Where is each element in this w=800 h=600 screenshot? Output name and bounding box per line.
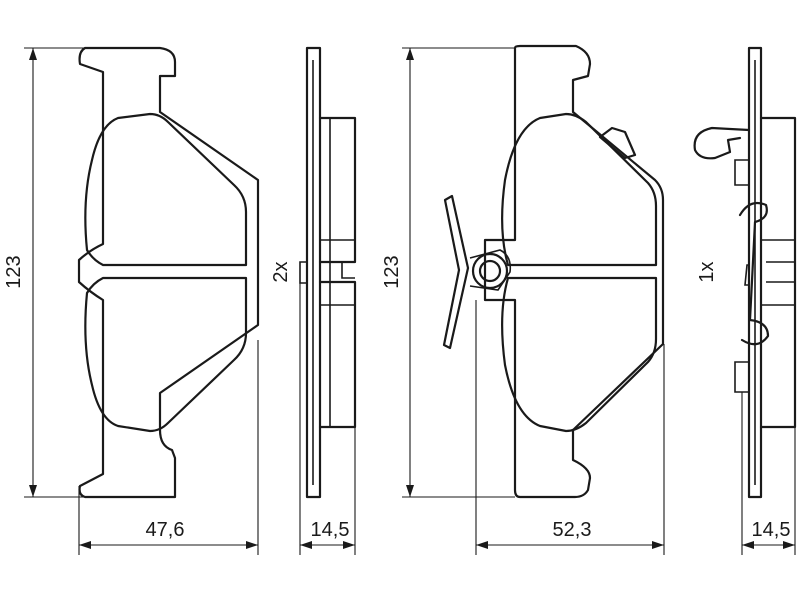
pad2-clip-ring — [471, 252, 509, 290]
pad2-side-view — [693, 46, 797, 499]
pad1-side-view — [299, 46, 357, 499]
pad1-quantity-label: 2x — [270, 261, 292, 282]
pad2-height-label: 123 — [381, 255, 403, 288]
pad2-backing-plate — [483, 44, 665, 499]
pad2-thickness-label: 14,5 — [752, 519, 791, 541]
pad2-clip-wire — [442, 194, 470, 350]
pad1-side-backing — [305, 46, 322, 499]
pad2-side-clip-top — [693, 126, 751, 160]
pad1-friction-lower — [84, 276, 248, 433]
pad1-thickness-label: 14,5 — [311, 519, 350, 541]
pad1-width-label: 47,6 — [146, 519, 185, 541]
pad2-side-backing — [747, 46, 763, 499]
pad2-friction-lower — [501, 276, 658, 433]
pad2-side-spring — [738, 201, 770, 346]
dimension-lines — [24, 47, 796, 555]
pad2-friction-upper — [501, 112, 658, 267]
pad1-backing-plate — [77, 46, 260, 499]
pad2-width-label: 52,3 — [553, 519, 592, 541]
pad1-side-friction — [318, 116, 357, 429]
pad2-front-view — [442, 44, 665, 499]
pad2-quantity-label: 1x — [696, 261, 718, 282]
pad2-side-friction — [759, 116, 797, 429]
pad1-friction-upper — [84, 112, 248, 267]
pad2-wear-sensor — [598, 126, 637, 160]
pad1-height-label: 123 — [3, 255, 25, 288]
pad1-front-view — [77, 46, 260, 499]
